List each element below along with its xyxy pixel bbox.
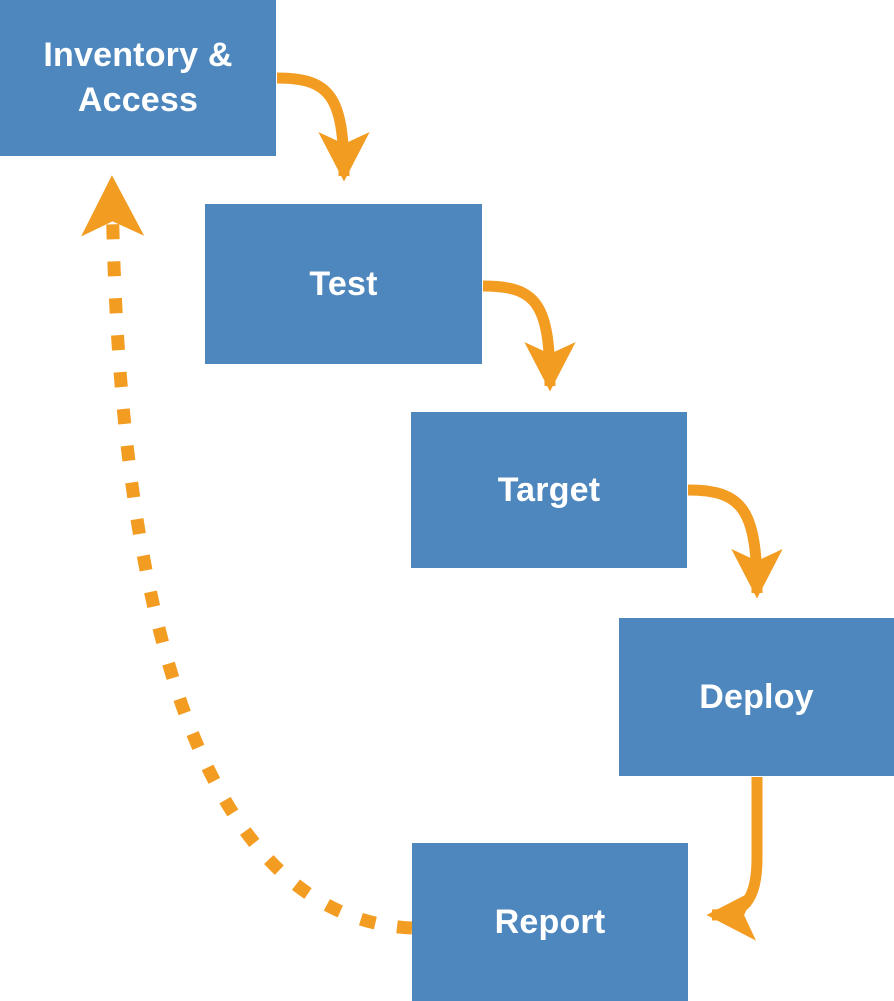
node-label-inventory-access: Inventory & Access — [43, 36, 233, 119]
edge-inventory-to-test — [276, 72, 370, 182]
node-target[interactable]: Target — [411, 412, 687, 568]
node-test[interactable]: Test — [205, 204, 482, 364]
edge-test-to-target — [482, 280, 576, 392]
node-deploy[interactable]: Deploy — [619, 618, 894, 776]
edge-deploy-to-report — [706, 777, 763, 941]
node-label-report: Report — [494, 902, 606, 941]
node-label-test: Test — [309, 264, 378, 303]
node-report[interactable]: Report — [412, 843, 688, 1001]
node-inventory-access[interactable]: Inventory & Access — [0, 0, 276, 156]
node-label-target: Target — [497, 470, 601, 509]
edge-target-to-deploy — [687, 484, 783, 599]
node-label-deploy: Deploy — [699, 677, 814, 716]
